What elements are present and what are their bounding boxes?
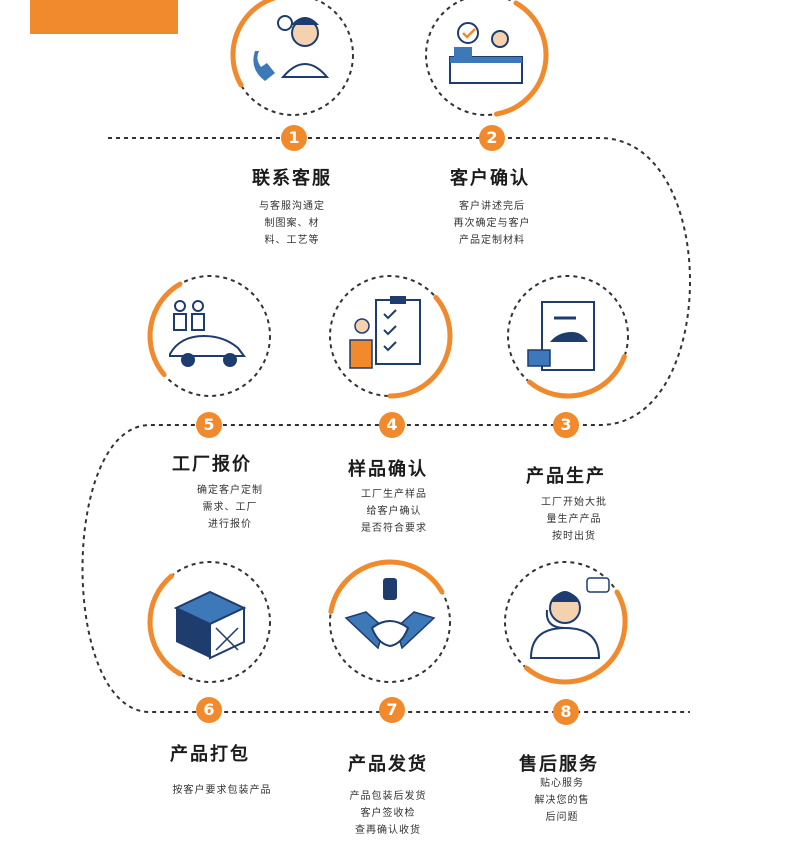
step-4-title: 样品确认: [348, 455, 428, 481]
step-4-desc: 工厂生产样品给客户确认是否符合要求: [352, 486, 436, 537]
step-3-badge: 3: [553, 412, 579, 438]
step-1-desc: 与客服沟通定制图案、材料、工艺等: [252, 198, 332, 249]
after-sales-headset-icon: [505, 562, 625, 682]
step-7-badge: 7: [379, 697, 405, 723]
step-4-badge: 4: [379, 412, 405, 438]
step-2-badge: 2: [479, 125, 505, 151]
step-5-badge: 5: [196, 412, 222, 438]
step-1-badge: 1: [281, 125, 307, 151]
step-1-title: 联系客服: [252, 164, 332, 190]
step-2-title: 客户确认: [450, 164, 530, 190]
step-7-title: 产品发货: [348, 750, 428, 776]
step-3-title: 产品生产: [526, 462, 606, 488]
car-blueprint-icon: [508, 276, 628, 396]
step-2-desc: 客户讲述完后再次确定与客户产品定制材料: [446, 198, 538, 249]
step-8-title: 售后服务: [519, 750, 599, 776]
step-6-title: 产品打包: [170, 740, 250, 766]
step-1-circle: [233, 0, 353, 115]
step-6-badge: 6: [196, 697, 222, 723]
package-box-icon: [150, 562, 270, 682]
checklist-clipboard-icon: [330, 276, 450, 396]
front-desk-approval-icon: [426, 0, 546, 115]
step-7-desc: 产品包装后发货客户签收检查再确认收货: [342, 788, 434, 839]
step-5-desc: 确定客户定制需求、工厂进行报价: [188, 482, 272, 533]
customer-service-phone-icon: [233, 0, 353, 115]
car-showroom-icon: [150, 276, 270, 396]
handshake-icon: [330, 562, 450, 682]
step-8-desc: 贴心服务解决您的售后问题: [526, 775, 598, 826]
step-6-desc: 按客户要求包装产品: [166, 782, 278, 799]
step-5-title: 工厂报价: [172, 450, 252, 476]
step-8-badge: 8: [553, 699, 579, 725]
step-3-desc: 工厂开始大批量生产产品按时出货: [532, 494, 616, 545]
